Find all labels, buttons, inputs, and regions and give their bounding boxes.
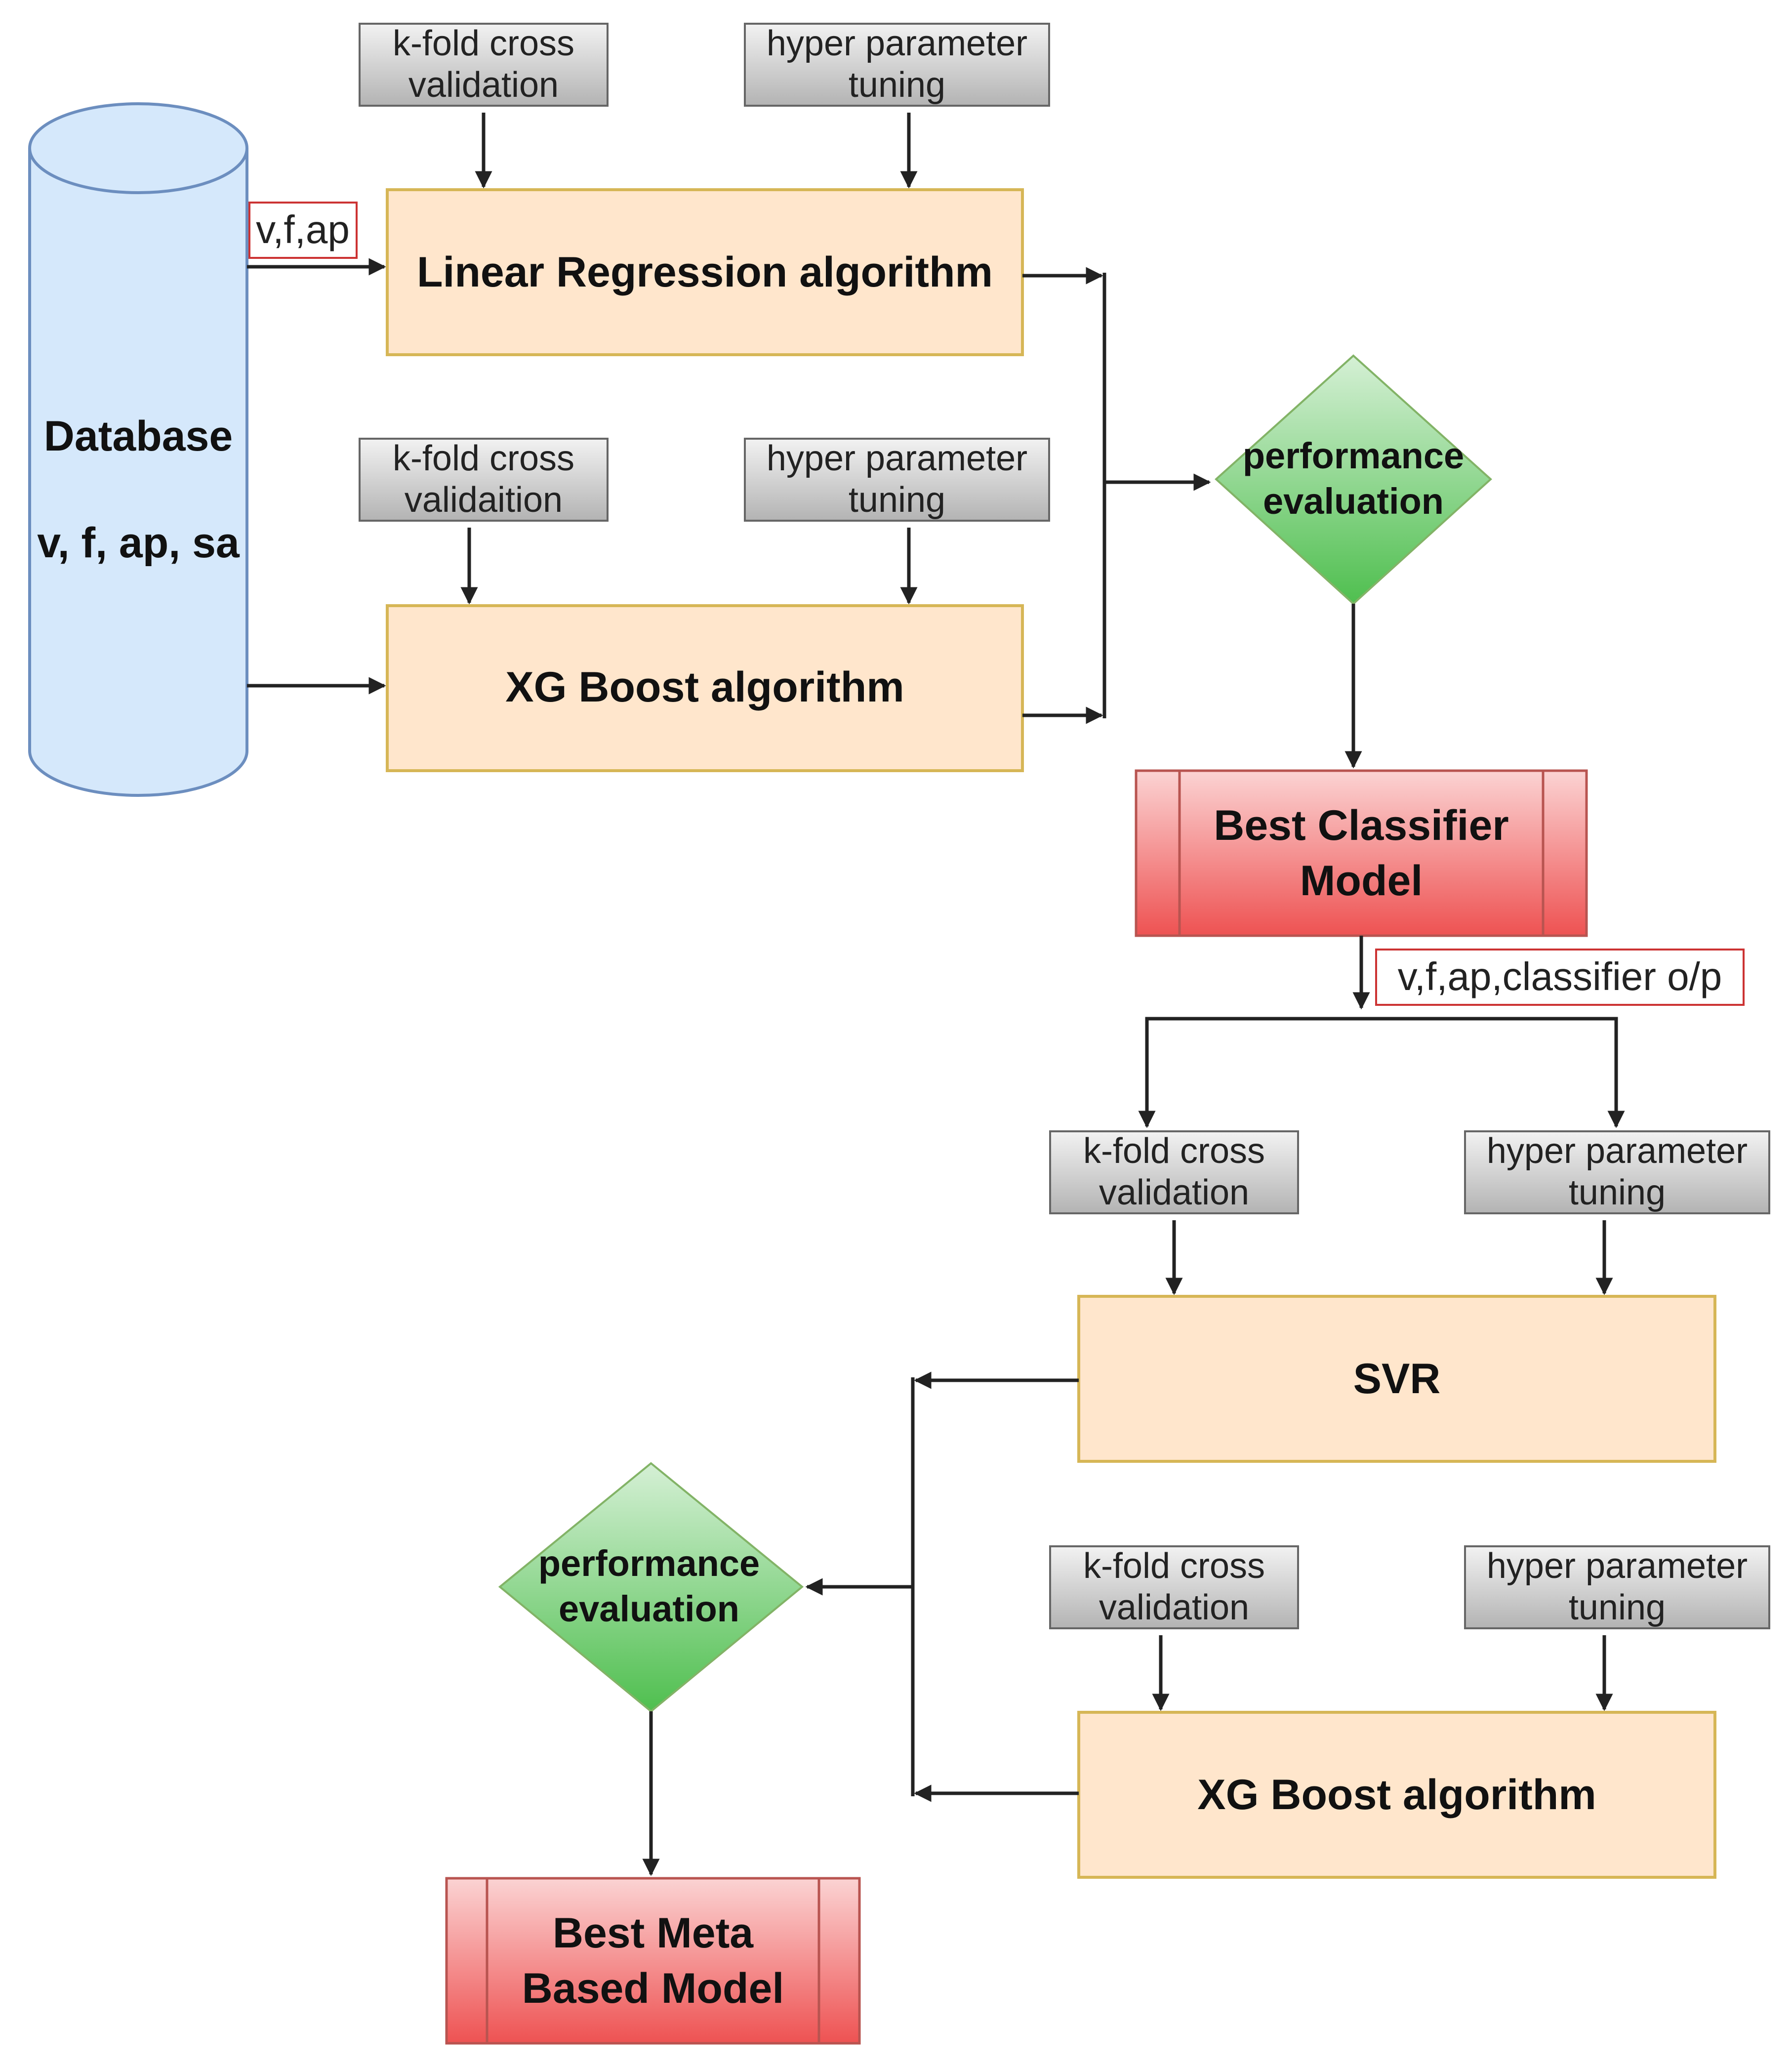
evaluation-diamond-1: performance evaluation — [1215, 354, 1492, 605]
tuning-box-3-line1: hyper parameter — [1487, 1131, 1748, 1171]
svr-label: SVR — [1353, 1355, 1441, 1403]
input-label-2-text: v,f,ap,classifier o/p — [1398, 954, 1722, 998]
kfold-box-2-line2: validaition — [405, 480, 563, 520]
evaluation-diamond-2: performance evaluation — [498, 1462, 804, 1713]
best-meta-line1: Best Meta — [553, 1909, 754, 1957]
evaluation-2-line2: evaluation — [559, 1588, 739, 1629]
tuning-box-1: hyper parameter tuning — [744, 23, 1050, 107]
input-label-1-text: v,f,ap — [256, 207, 350, 251]
kfold-box-2: k-fold cross validaition — [359, 438, 609, 522]
kfold-box-3-line2: validation — [1099, 1173, 1249, 1212]
tuning-box-4-line2: tuning — [1569, 1588, 1666, 1627]
tuning-box-1-line1: hyper parameter — [767, 24, 1027, 63]
tuning-box-2-line2: tuning — [849, 480, 945, 520]
input-label-2: v,f,ap,classifier o/p — [1375, 949, 1745, 1006]
linear-regression-box: Linear Regression algorithm — [386, 188, 1024, 356]
evaluation-1-line1: performance — [1243, 435, 1464, 476]
database-fields: v, f, ap, sa — [37, 519, 240, 567]
kfold-box-1-line1: k-fold cross — [393, 24, 574, 63]
xgboost-label-2: XG Boost algorithm — [1197, 1771, 1596, 1819]
database-title: Database — [44, 413, 233, 460]
tuning-box-4-line1: hyper parameter — [1487, 1546, 1748, 1586]
linear-regression-label: Linear Regression algorithm — [417, 248, 993, 296]
best-meta-box: Best Meta Based Model — [445, 1877, 861, 2045]
tuning-box-3: hyper parameter tuning — [1464, 1130, 1770, 1214]
tuning-box-4: hyper parameter tuning — [1464, 1545, 1770, 1629]
kfold-box-2-line1: k-fold cross — [393, 439, 574, 478]
best-meta-line2: Based Model — [522, 1965, 784, 2012]
best-classifier-box: Best Classifier Model — [1135, 769, 1588, 937]
kfold-box-1: k-fold cross validation — [359, 23, 609, 107]
xgboost-box-1: XG Boost algorithm — [386, 604, 1024, 772]
tuning-box-2-line1: hyper parameter — [767, 439, 1027, 478]
tuning-box-1-line2: tuning — [849, 65, 945, 105]
tuning-box-3-line2: tuning — [1569, 1173, 1666, 1212]
kfold-box-4-line2: validation — [1099, 1588, 1249, 1627]
kfold-box-4: k-fold cross validation — [1049, 1545, 1299, 1629]
split-line-2 — [1145, 1017, 1618, 1124]
best-classifier-line2: Model — [1300, 857, 1423, 905]
tuning-box-2: hyper parameter tuning — [744, 438, 1050, 522]
evaluation-1-line2: evaluation — [1263, 481, 1444, 522]
kfold-box-1-line2: validation — [408, 65, 559, 105]
kfold-box-4-line1: k-fold cross — [1083, 1546, 1265, 1586]
xgboost-box-2: XG Boost algorithm — [1077, 1711, 1716, 1879]
kfold-box-3: k-fold cross validation — [1049, 1130, 1299, 1214]
best-classifier-line1: Best Classifier — [1214, 802, 1509, 849]
database-cylinder: Database v, f, ap, sa — [28, 102, 248, 797]
evaluation-2-line1: performance — [538, 1543, 760, 1584]
svr-box: SVR — [1077, 1295, 1716, 1463]
kfold-box-3-line1: k-fold cross — [1083, 1131, 1265, 1171]
input-label-1: v,f,ap — [248, 202, 358, 259]
xgboost-label-1: XG Boost algorithm — [505, 663, 904, 711]
